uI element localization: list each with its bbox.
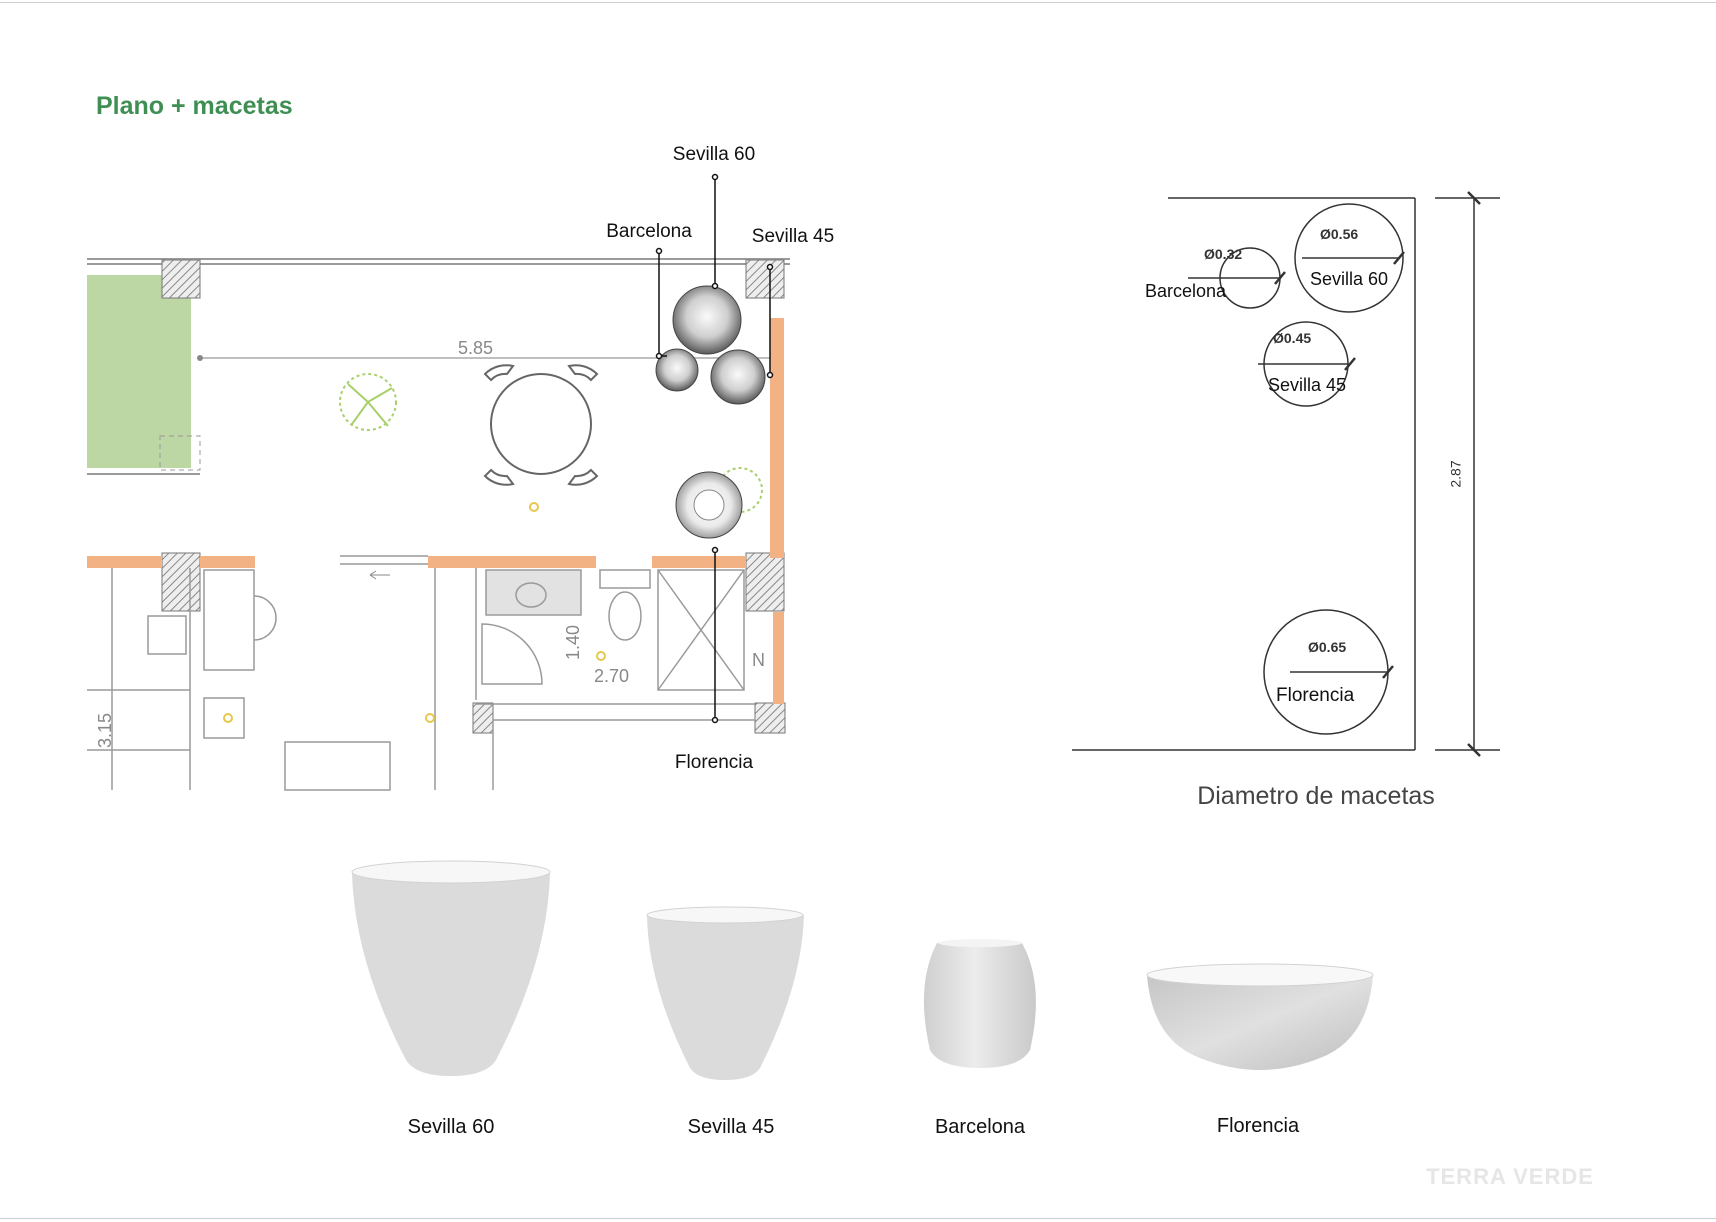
patio-table (483, 364, 599, 486)
callout-barcelona: Barcelona (606, 221, 692, 242)
pot-image-florencia (1146, 963, 1374, 1070)
gallery-label-sevilla60: Sevilla 60 (407, 1116, 495, 1138)
bottom-border (0, 1218, 1716, 1219)
diameter-sevilla45: Ø0.45 (1273, 330, 1312, 346)
diameter-caption: Diametro de macetas (1197, 782, 1435, 810)
callout-florencia: Florencia (674, 752, 754, 773)
wall-accent (770, 318, 784, 558)
plan-pot-sevilla45 (710, 349, 766, 405)
diagram-label-barcelona: Barcelona (1145, 281, 1227, 301)
diagram-circle-sevilla60 (1294, 203, 1404, 313)
page-title: Plano + macetas (96, 92, 293, 120)
callout-sevilla60: Sevilla 60 (672, 144, 756, 165)
pot-image-sevilla45 (646, 906, 804, 1080)
gallery-label-florencia: Florencia (1216, 1115, 1300, 1137)
diagram-label-florencia: Florencia (1276, 685, 1355, 706)
pot-image-sevilla60 (351, 860, 551, 1076)
plant-left (339, 373, 397, 431)
pot-gallery (351, 860, 1374, 1080)
pot-image-barcelona (923, 939, 1036, 1068)
diameter-florencia: Ø0.65 (1308, 639, 1347, 655)
diameter-diagram (1072, 191, 1500, 757)
plan-dim-width: 5.85 (458, 338, 494, 358)
plan-pot-sevilla60 (672, 285, 742, 355)
callout-leaders (658, 177, 771, 720)
diagram-label-sevilla60: Sevilla 60 (1310, 269, 1389, 289)
brand-logo: TERRA VERDE (1426, 1164, 1594, 1189)
gallery-label-barcelona: Barcelona (934, 1116, 1026, 1138)
north-marker: N (752, 650, 765, 670)
plan-dim-bath-depth: 1.40 (563, 624, 584, 661)
diagram-label-sevilla45: Sevilla 45 (1268, 375, 1347, 395)
diagram-height-label: 2.87 (1447, 460, 1464, 488)
diameter-barcelona: Ø0.32 (1204, 246, 1243, 262)
plan-pot-barcelona (655, 348, 699, 392)
plan-dim-room: 3.15 (95, 712, 116, 749)
callout-sevilla45: Sevilla 45 (751, 226, 835, 247)
gallery-label-sevilla45: Sevilla 45 (687, 1116, 775, 1138)
lawn-area (87, 275, 191, 468)
top-border (0, 2, 1716, 3)
diameter-sevilla60: Ø0.56 (1320, 226, 1359, 242)
interior-rooms (87, 555, 755, 791)
terrace-walls (87, 258, 790, 475)
plan-dim-bath-width: 2.70 (594, 666, 630, 686)
